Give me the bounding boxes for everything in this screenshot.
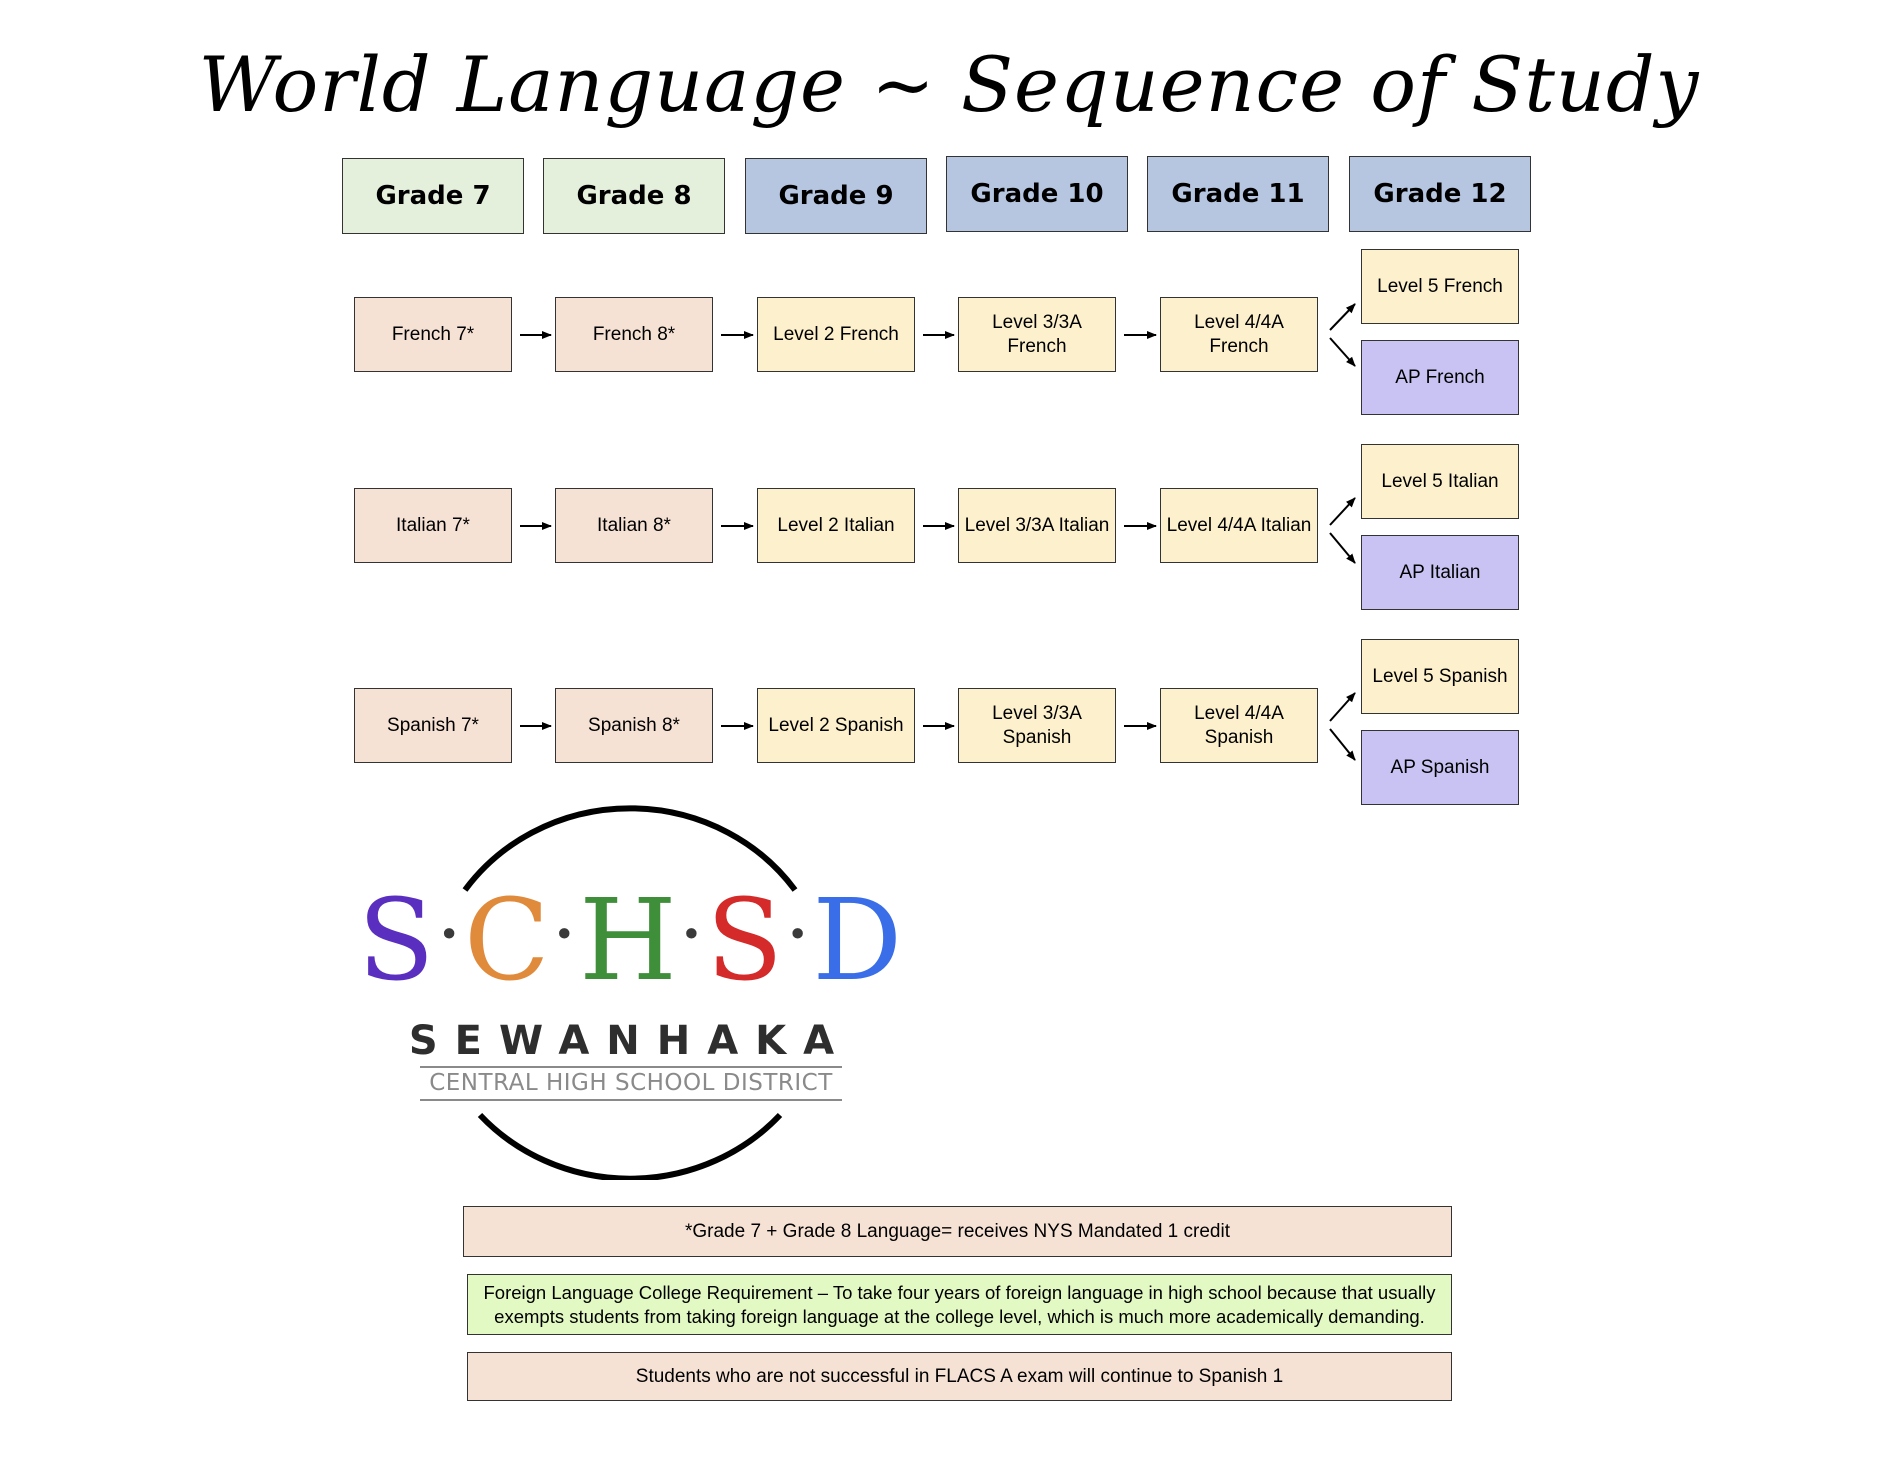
logo-letter-c: C — [463, 876, 550, 1006]
arrow — [1329, 497, 1356, 526]
logo-district-subtitle: CENTRAL HIGH SCHOOL DISTRICT — [420, 1066, 842, 1101]
course-italian-level-5: Level 5 Italian — [1361, 444, 1519, 519]
course-italian-level-2: Level 2 Italian — [757, 488, 915, 563]
course-spanish-8: Spanish 8* — [555, 688, 713, 763]
course-italian-level-4: Level 4/4A Italian — [1160, 488, 1318, 563]
course-italian-7: Italian 7* — [354, 488, 512, 563]
logo-letters: S·C·H·S·D — [357, 876, 903, 1006]
course-spanish-level-5: Level 5 Spanish — [1361, 639, 1519, 714]
course-spanish-level-3: Level 3/3A Spanish — [958, 688, 1116, 763]
course-italian-ap: AP Italian — [1361, 535, 1519, 610]
district-logo: S·C·H·S·D SEWANHAKA CENTRAL HIGH SCHOOL … — [340, 790, 920, 1180]
course-italian-8: Italian 8* — [555, 488, 713, 563]
logo-letter-h: H — [579, 876, 677, 1006]
course-french-level-3: Level 3/3A French — [958, 297, 1116, 372]
arrow — [1329, 728, 1356, 761]
course-french-level-5: Level 5 French — [1361, 249, 1519, 324]
course-french-level-4: Level 4/4A French — [1160, 297, 1318, 372]
note-credit: *Grade 7 + Grade 8 Language= receives NY… — [463, 1206, 1452, 1257]
course-french-8: French 8* — [555, 297, 713, 372]
logo-circle — [462, 805, 798, 1180]
note-flacs: Students who are not successful in FLACS… — [467, 1352, 1452, 1401]
note-college-requirement: Foreign Language College Requirement – T… — [467, 1274, 1452, 1335]
grade-header-11: Grade 11 — [1147, 156, 1329, 232]
grade-header-12: Grade 12 — [1349, 156, 1531, 232]
course-italian-level-3: Level 3/3A Italian — [958, 488, 1116, 563]
grade-header-10: Grade 10 — [946, 156, 1128, 232]
course-french-level-2: Level 2 French — [757, 297, 915, 372]
arrow — [1329, 532, 1356, 564]
page-title: World Language ~ Sequence of Study — [198, 40, 1700, 129]
grade-header-9: Grade 9 — [745, 158, 927, 234]
course-french-ap: AP French — [1361, 340, 1519, 415]
course-spanish-level-2: Level 2 Spanish — [757, 688, 915, 763]
course-spanish-level-4: Level 4/4A Spanish — [1160, 688, 1318, 763]
course-spanish-7: Spanish 7* — [354, 688, 512, 763]
arrow — [1329, 337, 1356, 367]
logo-letter-s2: S — [706, 876, 783, 1006]
course-spanish-ap: AP Spanish — [1361, 730, 1519, 805]
course-french-7: French 7* — [354, 297, 512, 372]
logo-letter-s1: S — [357, 876, 435, 1006]
grade-header-8: Grade 8 — [543, 158, 725, 234]
logo-letter-d: D — [812, 876, 903, 1006]
logo-district-name: SEWANHAKA — [408, 1018, 852, 1064]
arrow — [1329, 692, 1356, 722]
arrow — [1329, 303, 1356, 331]
grade-header-7: Grade 7 — [342, 158, 524, 234]
